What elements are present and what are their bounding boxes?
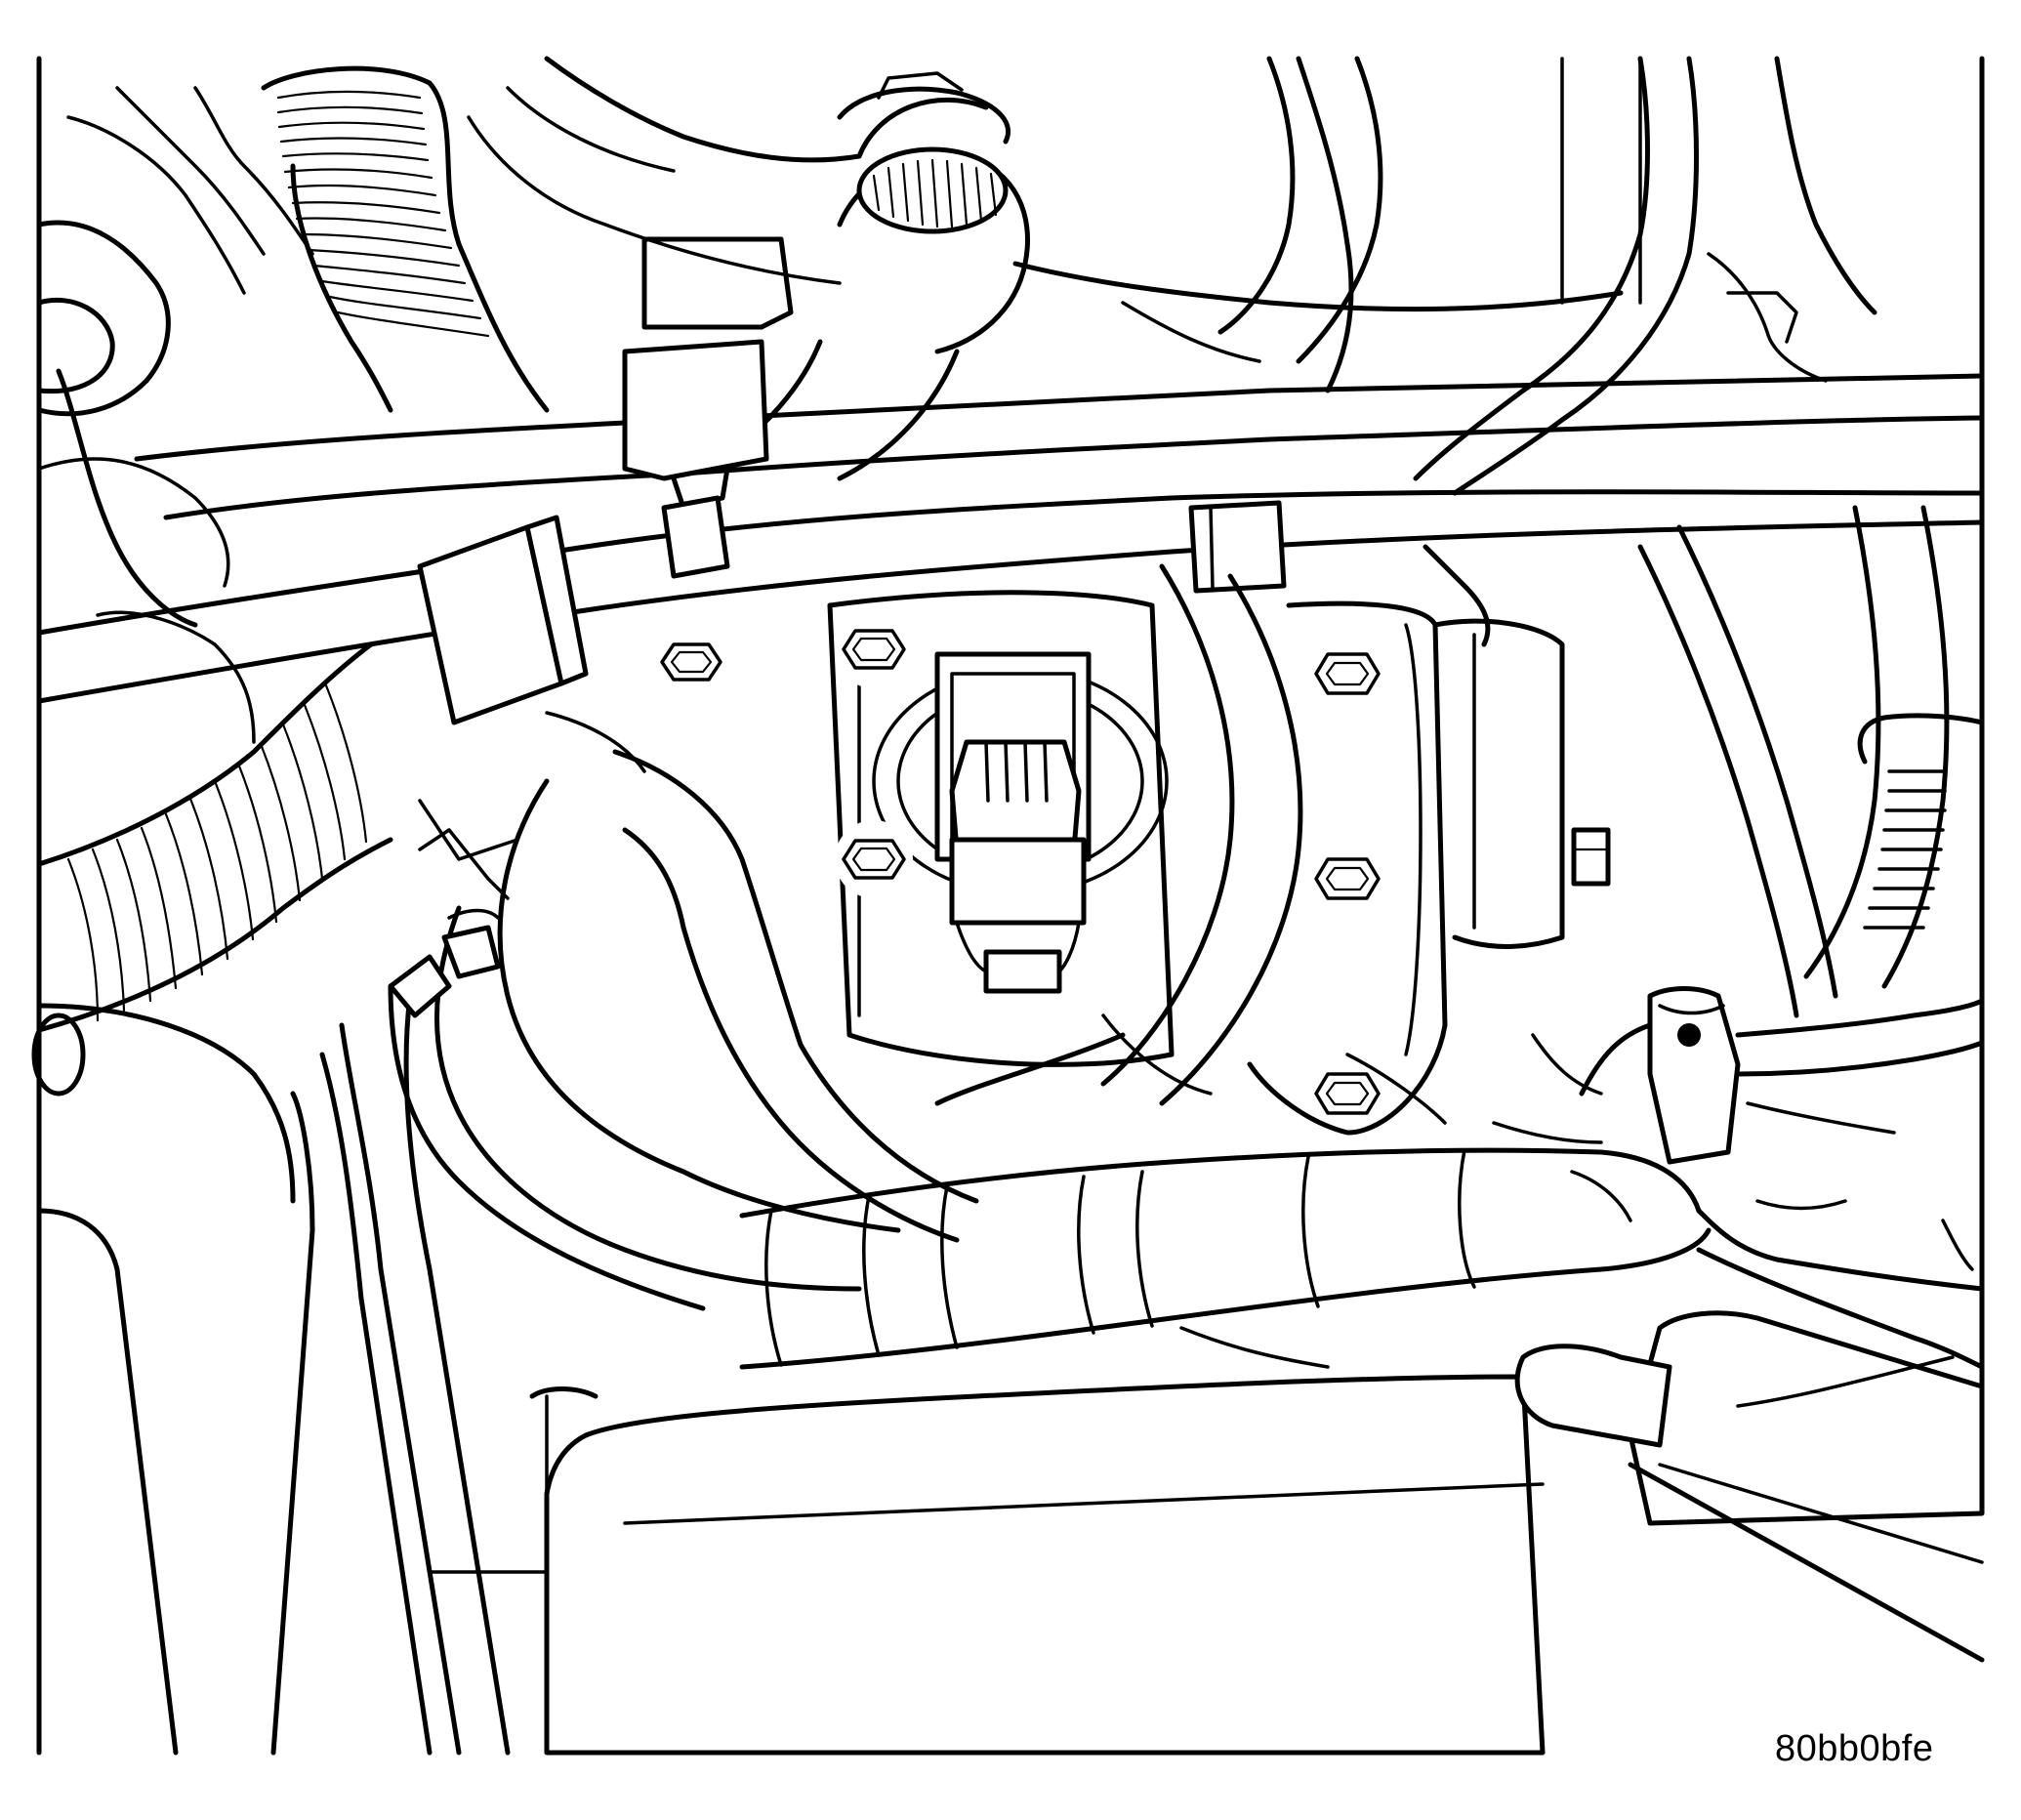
left-lower-frame (31, 993, 549, 1756)
hose-clamp-assembly (720, 71, 1030, 481)
bolt-right-top (1306, 633, 1388, 715)
bolt-plate-top-left (835, 610, 913, 688)
upper-casting (467, 56, 1877, 383)
sensor-connector (934, 651, 1092, 994)
s-tube (934, 563, 1303, 1106)
upper-tube (36, 373, 1985, 704)
corrugated-hose-top (261, 65, 550, 413)
probe-tool (1514, 1310, 1985, 1663)
tube-clip-right (1188, 500, 1287, 594)
bolt-right-middle (1306, 838, 1388, 920)
corrugated-hose-left (36, 641, 393, 1033)
bolt-left-top (654, 625, 728, 699)
frame-lines (36, 56, 1985, 1756)
right-bracket (1247, 544, 1565, 1136)
figure-id-label: 80bb0bfe (1775, 1728, 1934, 1769)
upper-left-bracket (36, 86, 314, 744)
bolt-plate-bottom-left (835, 820, 913, 898)
side-connector (1579, 986, 1985, 1165)
bolt-far-right (1571, 827, 1611, 887)
lower-cover (529, 1374, 1546, 1756)
hose-bracket (622, 236, 794, 511)
detail-lines (545, 711, 1974, 1369)
tube-clip-left (417, 495, 730, 725)
hose-clamp (856, 146, 1009, 234)
right-tube-loop (1296, 56, 1699, 496)
right-side-hoses (1637, 505, 1985, 1018)
wiring-harness (739, 1147, 1985, 1370)
bolt-right-bottom (1306, 1053, 1388, 1135)
small-hose-clamps (388, 908, 501, 1018)
